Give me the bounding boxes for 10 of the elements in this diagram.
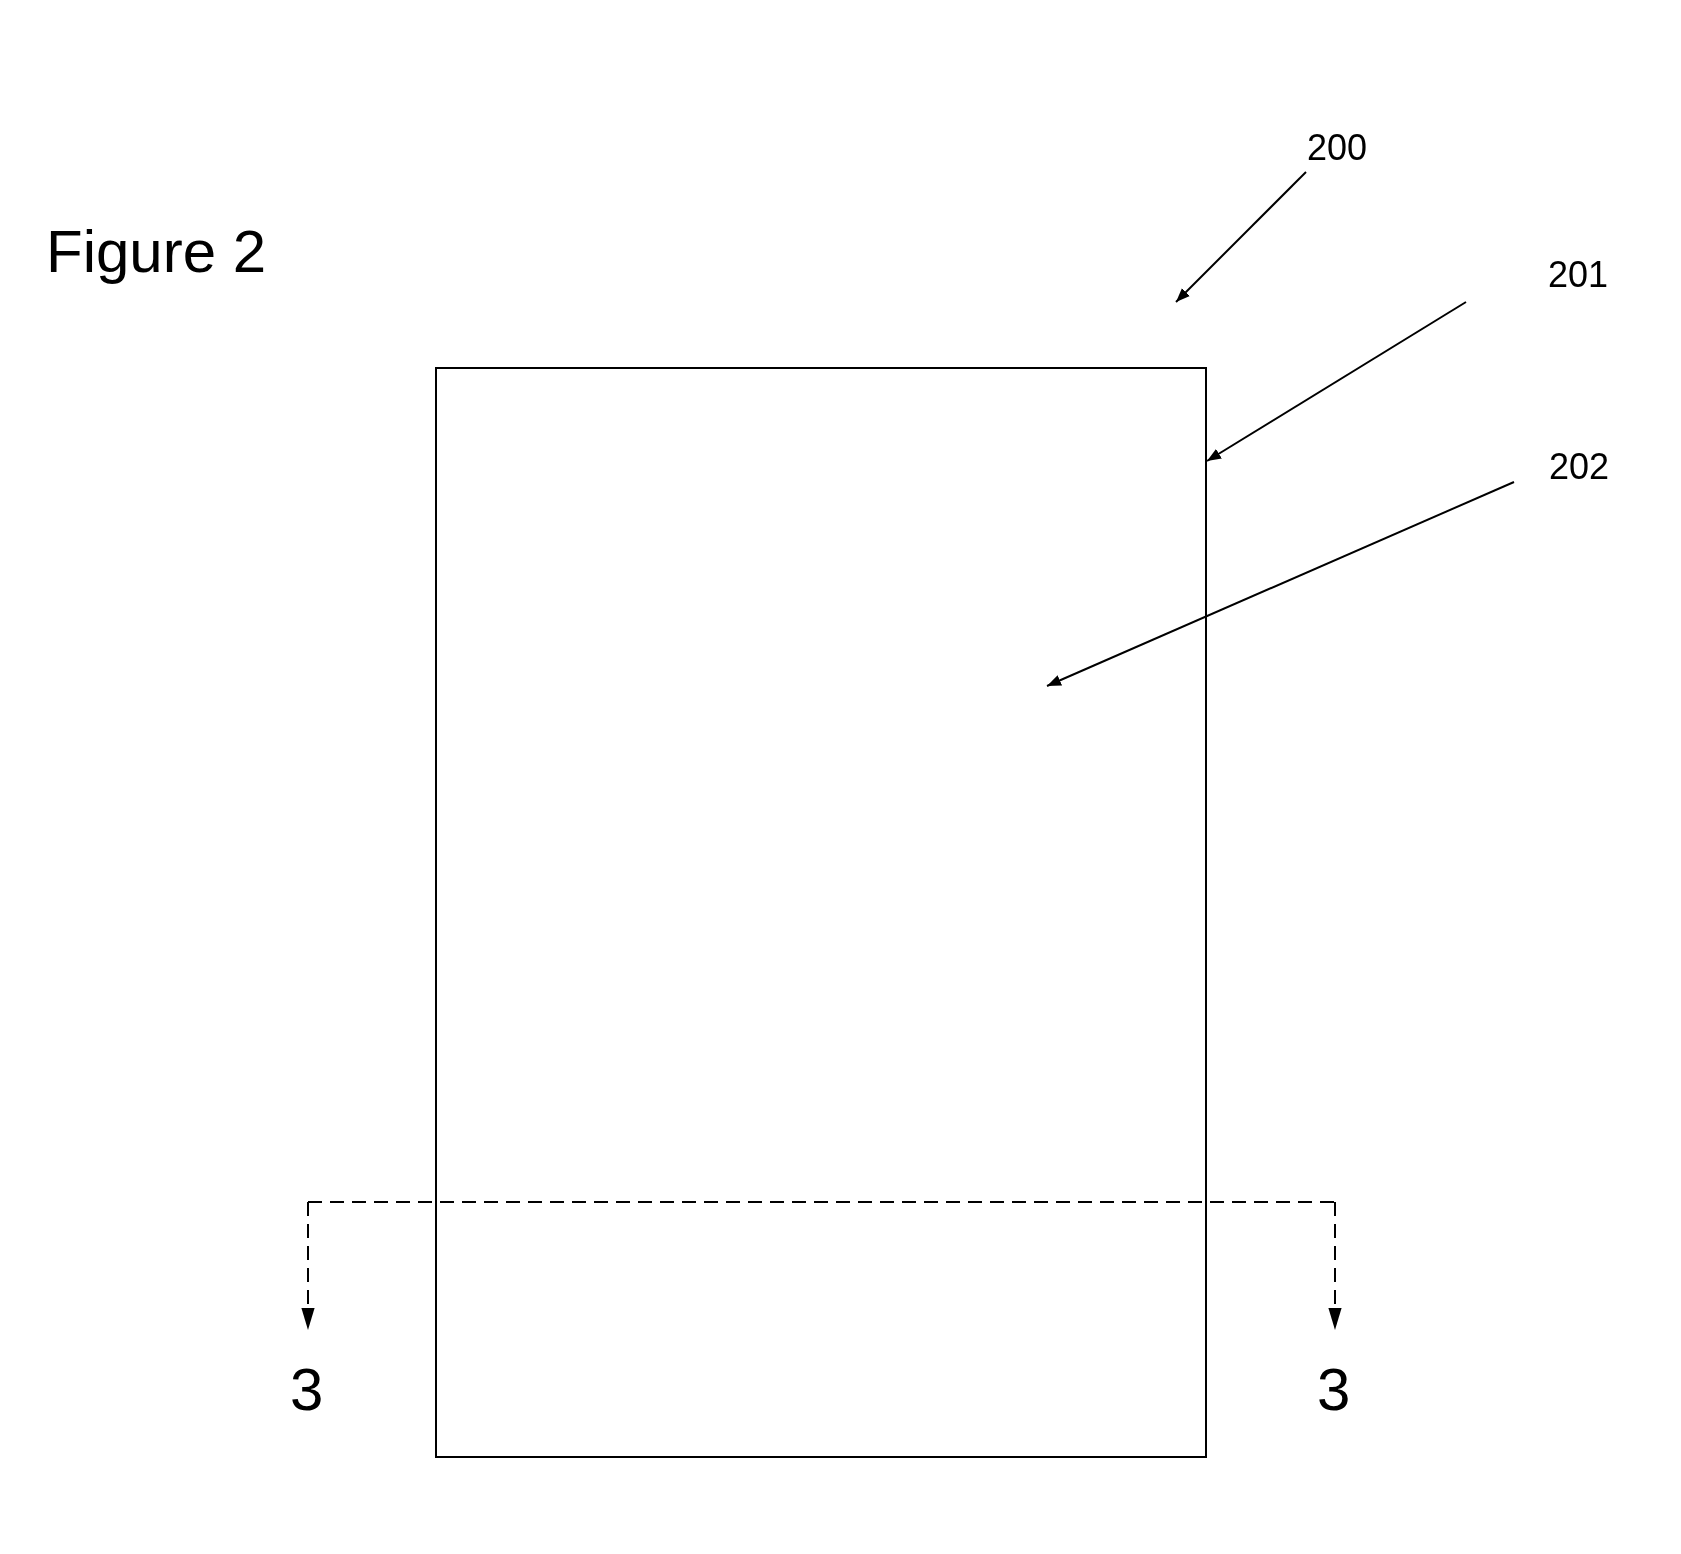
reference-numeral: 202 xyxy=(1540,446,1618,488)
leader-line xyxy=(1046,481,1515,687)
reference-numeral: 201 xyxy=(1540,254,1616,296)
leader-line xyxy=(1175,171,1307,303)
leader-line xyxy=(1206,301,1467,462)
figure-title: Figure 2 xyxy=(46,222,267,282)
panel-rectangle xyxy=(435,367,1207,1458)
section-label: 3 xyxy=(290,1360,324,1420)
reference-numeral: 200 xyxy=(1298,126,1376,170)
section-label: 3 xyxy=(1317,1360,1351,1420)
